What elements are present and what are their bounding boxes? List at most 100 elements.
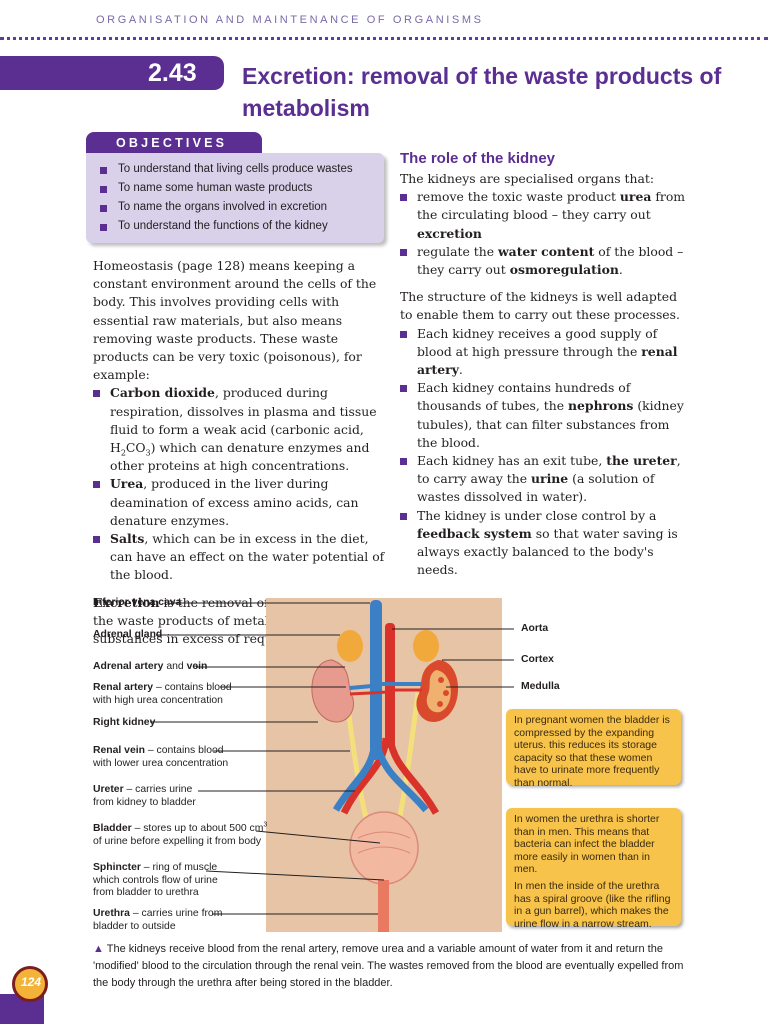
left-column: Homeostasis (page 128) means keeping a c… [93, 257, 389, 648]
label-term: vein [186, 661, 208, 672]
superscript: 3 [263, 821, 268, 829]
term: renal artery [417, 343, 678, 378]
term: water content [498, 243, 595, 259]
adrenal-gland-right [337, 630, 363, 662]
label-term: Renal vein [93, 745, 145, 756]
renal-artery-right [349, 690, 389, 696]
term: urine [531, 471, 569, 487]
kidney-intro: The kidneys are specialised organs that: [400, 171, 654, 186]
bladder-fold [357, 831, 411, 839]
running-head: ORGANISATION AND MAINTENANCE OF ORGANISM… [96, 14, 484, 26]
medulla-pyramid [443, 690, 449, 696]
info-box-pregnancy: In pregnant women the bladder is compres… [506, 709, 681, 789]
term: osmoregulation [509, 262, 619, 278]
list-item-co2: Carbon dioxide, produced during respirat… [93, 384, 389, 475]
label-text: from kidney to bladder [93, 796, 196, 808]
bladder-fold [357, 846, 411, 854]
term: excretion [417, 225, 482, 241]
label-text: – carries urine from [129, 908, 223, 919]
text: from the circulating blood – they carry … [417, 189, 686, 223]
objective-item: To understand the functions of the kidne… [100, 217, 382, 236]
section-heading: The role of the kidney [400, 150, 556, 167]
list-item: Each kidney has an exit tube, the ureter… [400, 452, 692, 507]
term: urea [619, 189, 652, 205]
dotted-divider [0, 37, 768, 40]
label-term: Right kidney [93, 717, 156, 728]
info-text: In men the inside of the urethra has a s… [514, 879, 671, 930]
text: CO [125, 440, 146, 456]
label-text: bladder to outside [93, 920, 176, 932]
renal-vein-right [349, 684, 373, 690]
list-item: The kidney is under close control by a f… [400, 507, 692, 580]
objective-item: To name some human waste products [100, 179, 382, 198]
intro-paragraph: Homeostasis (page 128) means keeping a c… [93, 258, 377, 383]
text: regulate the [417, 243, 498, 259]
text: , produced during respiration, dissolves… [110, 385, 377, 456]
label-text: of urine before expelling it from body [93, 835, 262, 847]
structure-paragraph: The structure of the kidneys is well ada… [400, 289, 680, 323]
label-leader-lines [150, 602, 514, 915]
term: Carbon dioxide [110, 385, 215, 401]
text: Each kidney receives a good supply of bl… [417, 325, 658, 359]
label-right-kidney: Right kidney [93, 717, 155, 730]
label-term: Adrenal gland [93, 629, 163, 640]
text: . [458, 362, 463, 378]
label-text: – contains blood [153, 682, 232, 693]
text: (kidney tubules), that can filter substa… [417, 398, 684, 450]
label-term: Renal artery [93, 682, 154, 693]
info-box-urethra: In women the urethra is shorter than in … [506, 808, 681, 930]
list-item: regulate the water content of the blood … [400, 243, 692, 279]
label-cortex: Cortex [521, 654, 554, 667]
label-term: Sphincter [93, 862, 141, 873]
list-item-salts: Salts, which can be in excess in the die… [93, 530, 389, 585]
objective-item: To understand that living cells produce … [100, 160, 382, 179]
term: Urea [110, 476, 144, 492]
section-tab [0, 56, 224, 90]
triangle-icon: ▲ [93, 943, 104, 955]
term: the ureter [606, 453, 677, 469]
label-term: Urethra [93, 908, 130, 919]
label-term: Aorta [521, 623, 549, 634]
label-text: which controls flow of urine [93, 874, 218, 886]
info-text: In women the urethra is shorter than in … [514, 813, 660, 876]
objectives-tab [86, 132, 262, 156]
ureter-right [395, 692, 421, 827]
text: , produced in the liver during deaminati… [110, 476, 359, 528]
label-term: Bladder [93, 823, 132, 834]
list-item: remove the toxic waste product urea from… [400, 188, 692, 243]
label-text: from bladder to urethra [93, 887, 199, 899]
text: (a solution of wastes dissolved in water… [417, 471, 655, 505]
label-adrenal-vessels: Adrenal artery and vein [93, 661, 207, 674]
subscript: 3 [145, 448, 151, 458]
label-term: Ureter [93, 784, 124, 795]
objectives-list: To understand that living cells produce … [100, 160, 382, 236]
list-item: Each kidney receives a good supply of bl… [400, 325, 692, 380]
vena-cava [370, 600, 382, 760]
term: nephrons [568, 398, 634, 414]
label-term: Cortex [521, 654, 554, 665]
medulla-pyramid [437, 701, 443, 707]
label-text: with high urea concentration [93, 694, 223, 706]
leader-sphincter [205, 870, 385, 881]
structure-list: Each kidney receives a good supply of bl… [400, 325, 692, 580]
text: remove the toxic waste product [417, 189, 620, 205]
text: , to carry away the [417, 453, 681, 487]
text: . [618, 262, 623, 278]
label-term: Adrenal artery [93, 661, 164, 672]
label-medulla: Medulla [521, 681, 560, 694]
iliac-artery-left [340, 737, 390, 815]
term: feedback system [417, 525, 532, 541]
right-kidney [311, 659, 354, 723]
label-adrenal-gland: Adrenal gland [93, 629, 162, 642]
left-kidney-medulla [426, 670, 451, 713]
list-item: Each kidney contains hundreds of thousan… [400, 379, 692, 452]
page-number: 124 [20, 975, 42, 989]
label-text: – contains blood [144, 745, 224, 756]
text: Each kidney has an exit tube, [417, 453, 607, 469]
label-text: with lower urea concentration [93, 757, 229, 769]
adrenal-gland-left [413, 630, 439, 662]
list-item-urea: Urea, produced in the liver during deami… [93, 475, 389, 530]
